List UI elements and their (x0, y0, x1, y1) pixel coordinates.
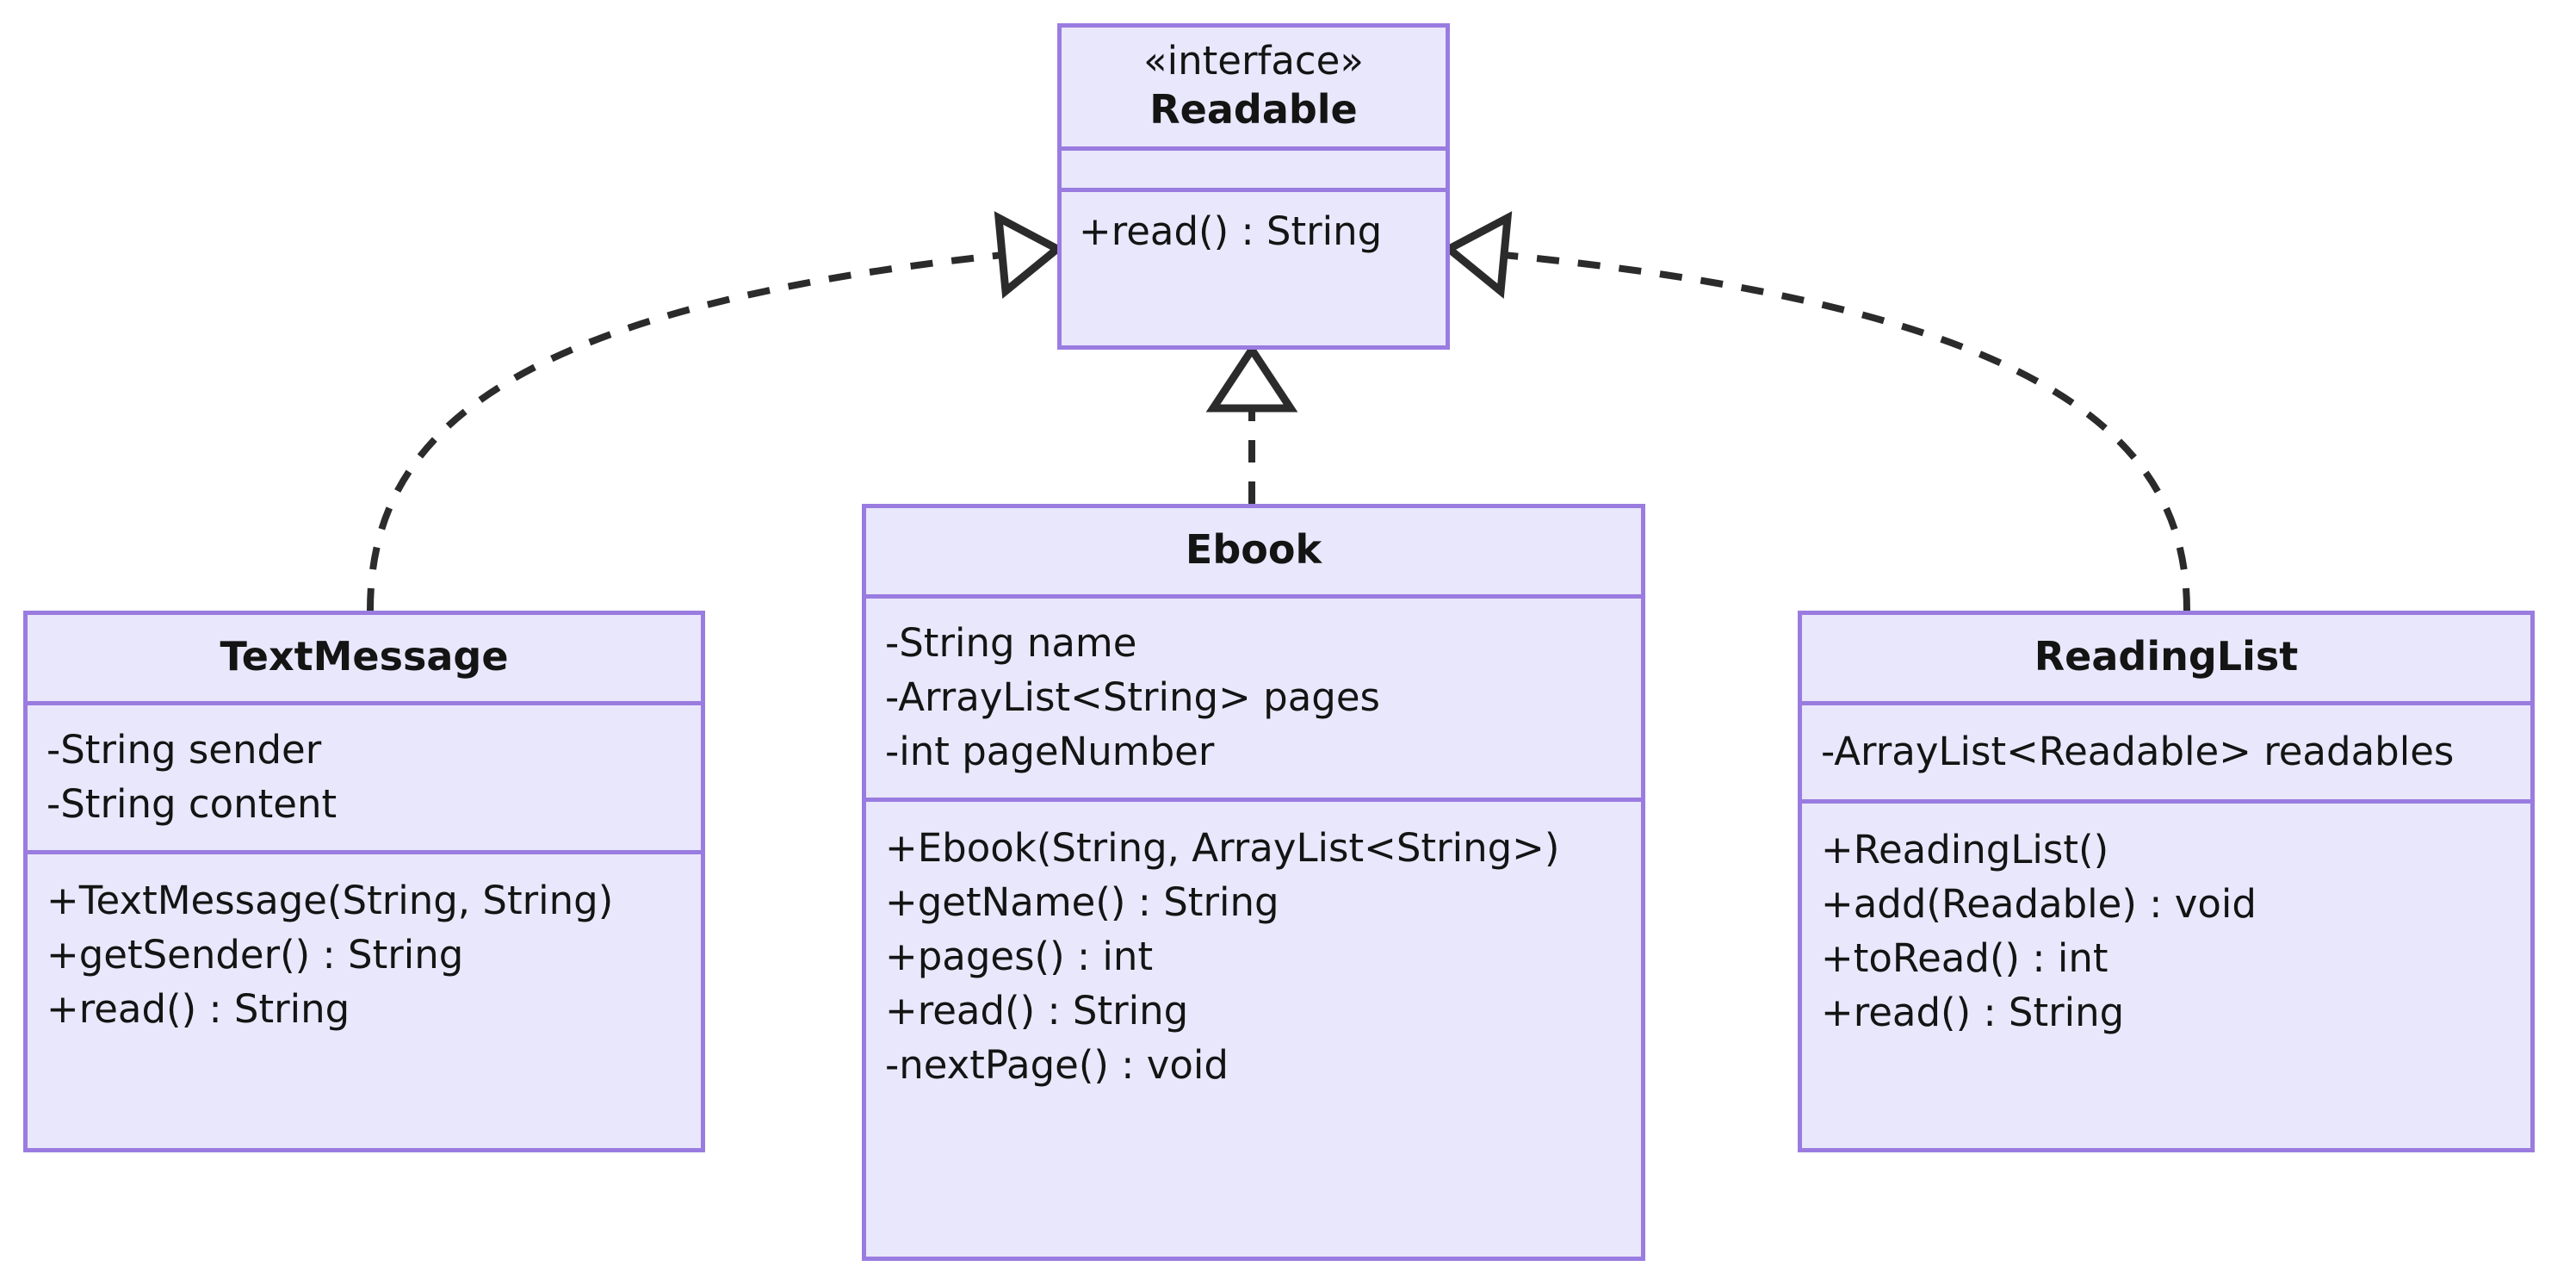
operation-line: +TextMessage(String, String) (46, 877, 614, 923)
operation-line: +Ebook(String, ArrayList<String>) (885, 824, 1560, 871)
class-name-readable: Readable (1149, 85, 1358, 133)
attribute-line: -int pageNumber (885, 728, 1215, 774)
class-header-ebook: Ebook (866, 508, 1641, 594)
attribute-line: -String sender (46, 726, 322, 773)
operation-line: +add(Readable) : void (1821, 880, 2257, 927)
hollow-triangle-arrowhead-textmessage (994, 211, 1065, 299)
attribute-line: -ArrayList<String> pages (885, 674, 1380, 720)
uml-class-readable[interactable]: «interface» Readable +read() : String (1057, 23, 1450, 350)
operations-compartment-readinglist: +ReadingList() +add(Readable) : void +to… (1802, 798, 2530, 1060)
operations-compartment-ebook: +Ebook(String, ArrayList<String>) +getNa… (866, 797, 1641, 1113)
attributes-compartment-textmessage: -String sender -String content (28, 700, 701, 850)
class-header-textmessage: TextMessage (28, 615, 701, 701)
operation-line: +read() : String (46, 985, 350, 1032)
attribute-line: -String content (46, 780, 337, 827)
class-header-readinglist: ReadingList (1802, 615, 2530, 701)
hollow-triangle-arrowhead-readinglist (1441, 211, 1513, 299)
uml-class-textmessage[interactable]: TextMessage -String sender -String conte… (23, 611, 705, 1152)
class-header-readable: «interface» Readable (1062, 28, 1446, 146)
class-name-textmessage: TextMessage (220, 633, 509, 680)
operation-line: +read() : String (1079, 208, 1383, 255)
attributes-compartment-readinglist: -ArrayList<Readable> readables (1802, 700, 2530, 799)
relationship-ebook-realizes-readable (1205, 342, 1298, 504)
class-name-readinglist: ReadingList (2034, 633, 2299, 680)
operation-line: +pages() : int (885, 933, 1154, 979)
class-stereotype-readable: «interface» (1143, 38, 1364, 84)
attribute-line: -ArrayList<Readable> readables (1821, 728, 2455, 774)
attribute-line: -String name (885, 619, 1137, 666)
uml-class-readinglist[interactable]: ReadingList -ArrayList<Readable> readabl… (1798, 611, 2535, 1152)
operations-compartment-readable: +read() : String (1062, 188, 1446, 272)
operation-line: +toRead() : int (1821, 934, 2108, 981)
hollow-triangle-arrowhead-ebook (1205, 342, 1298, 413)
operation-line: +read() : String (1821, 989, 2125, 1035)
operation-line: +read() : String (885, 987, 1189, 1034)
class-name-ebook: Ebook (1185, 526, 1322, 573)
operation-line: +ReadingList() (1821, 826, 2109, 872)
attributes-compartment-readable (1062, 146, 1446, 188)
operation-line: +getSender() : String (46, 931, 464, 978)
uml-class-ebook[interactable]: Ebook -String name -ArrayList<String> pa… (862, 504, 1645, 1261)
operation-line: -nextPage() : void (885, 1041, 1229, 1088)
operations-compartment-textmessage: +TextMessage(String, String) +getSender(… (28, 849, 701, 1055)
operation-line: +getName() : String (885, 878, 1279, 925)
attributes-compartment-ebook: -String name -ArrayList<String> pages -i… (866, 593, 1641, 798)
